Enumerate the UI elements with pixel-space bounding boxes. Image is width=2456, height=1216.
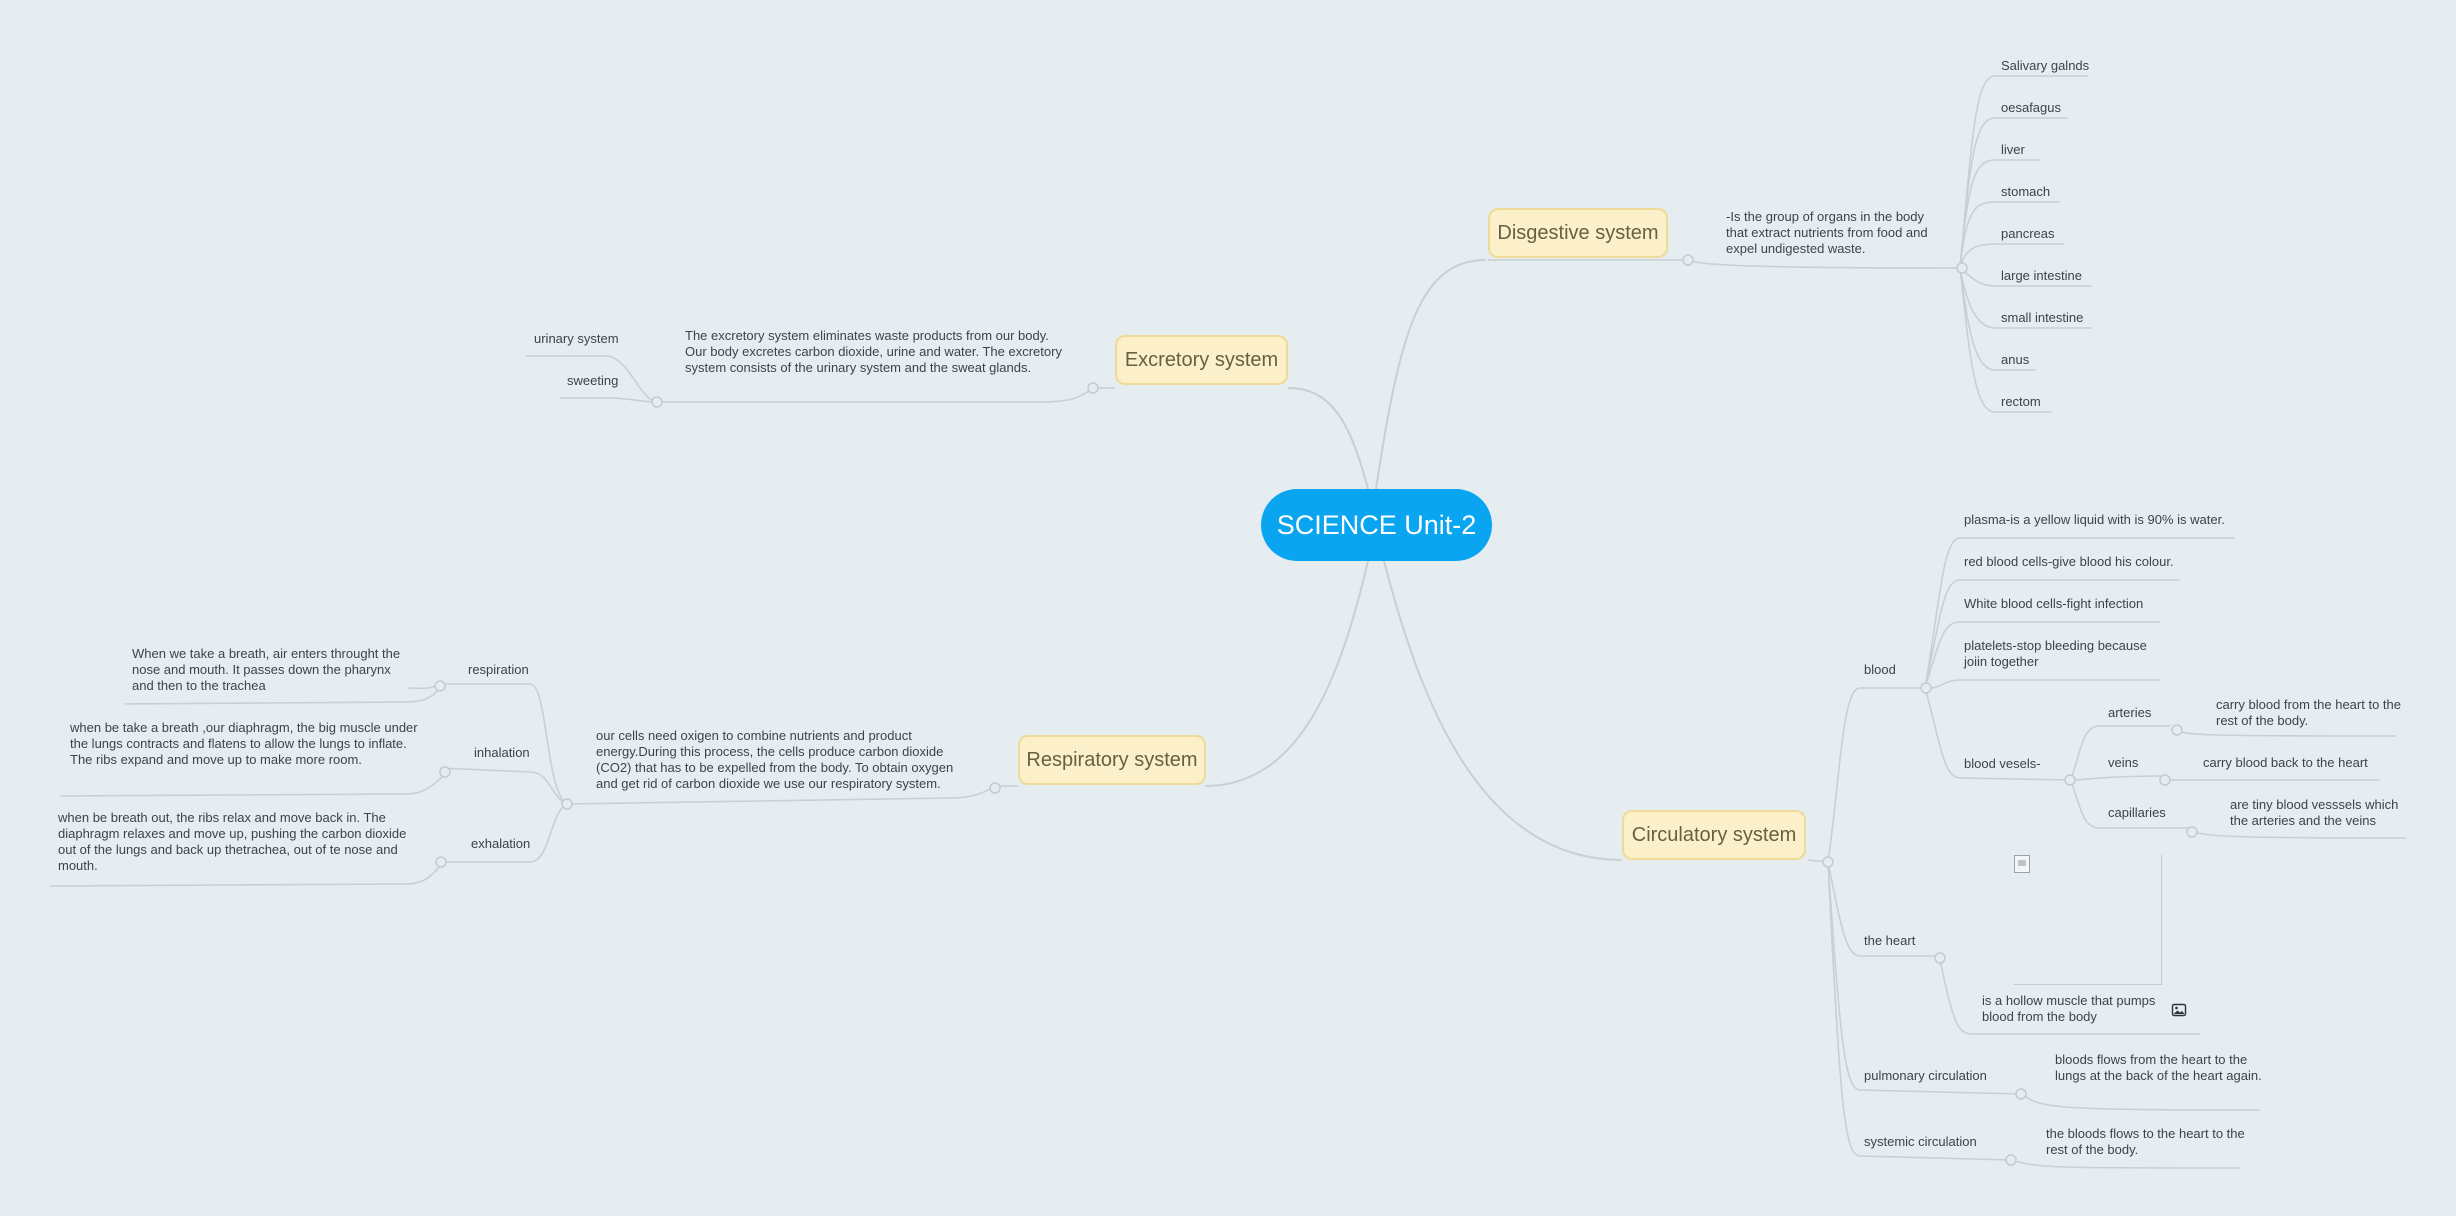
blood-vessels-label[interactable]: blood vesels- xyxy=(1964,756,2041,771)
image-icon[interactable] xyxy=(2171,1002,2187,1018)
edge-root-circulatory xyxy=(1383,560,1623,861)
blood-red-cells[interactable]: red blood cells-give blood his colour. xyxy=(1964,554,2174,569)
inhalation-label[interactable]: inhalation xyxy=(474,745,530,760)
topic-label: Respiratory system xyxy=(1026,748,1198,771)
pulmonary-label[interactable]: pulmonary circulation xyxy=(1864,1068,1987,1083)
heart-label[interactable]: the heart xyxy=(1864,933,1916,948)
node-dot xyxy=(651,396,663,408)
node-dot xyxy=(2159,774,2171,786)
systemic-text[interactable]: the bloods flows to the heart to the res… xyxy=(2046,1126,2245,1157)
node-dot xyxy=(2015,1088,2027,1100)
node-dot xyxy=(2005,1154,2017,1166)
blood-white-cells[interactable]: White blood cells-fight infection xyxy=(1964,596,2144,611)
arteries-label[interactable]: arteries xyxy=(2108,705,2152,720)
topic-label: Disgestive system xyxy=(1497,221,1659,244)
veins-text[interactable]: carry blood back to the heart xyxy=(2203,755,2368,770)
excretory-description[interactable]: The excretory system eliminates waste pr… xyxy=(685,328,1062,375)
node-dot xyxy=(1822,856,1834,868)
blood-platelets[interactable]: platelets-stop bleeding because joiin to… xyxy=(1964,638,2147,669)
broken-image-icon xyxy=(2014,855,2030,873)
topic-respiratory-system[interactable]: Respiratory system xyxy=(1018,735,1206,785)
node-dot xyxy=(1920,682,1932,694)
blood-label[interactable]: blood xyxy=(1864,662,1896,677)
edge-root-excretory xyxy=(1287,387,1369,490)
exhalation-text[interactable]: when be breath out, the ribs relax and m… xyxy=(58,810,407,873)
node-dot xyxy=(1934,952,1946,964)
capillaries-label[interactable]: capillaries xyxy=(2108,805,2166,820)
root-label: SCIENCE Unit-2 xyxy=(1276,509,1477,540)
excretory-sweeting[interactable]: sweeting xyxy=(567,373,619,388)
node-dot xyxy=(1682,254,1694,266)
organ-rectum[interactable]: rectom xyxy=(2001,394,2041,409)
exhalation-label[interactable]: exhalation xyxy=(471,836,531,851)
arteries-text[interactable]: carry blood from the heart to the rest o… xyxy=(2216,697,2401,728)
node-dot xyxy=(2186,826,2198,838)
organ-salivary-glands[interactable]: Salivary galnds xyxy=(2001,58,2090,73)
systemic-label[interactable]: systemic circulation xyxy=(1864,1134,1977,1149)
pulmonary-text[interactable]: bloods flows from the heart to the lungs… xyxy=(2055,1052,2262,1083)
organ-stomach[interactable]: stomach xyxy=(2001,184,2051,199)
respiratory-description[interactable]: our cells need oxigen to combine nutrien… xyxy=(596,728,954,791)
edge-root-digestive xyxy=(1375,259,1487,490)
organ-large-intestine[interactable]: large intestine xyxy=(2001,268,2082,283)
node-dot xyxy=(439,766,451,778)
node-dot xyxy=(989,782,1001,794)
organ-anus[interactable]: anus xyxy=(2001,352,2030,367)
inhalation-text[interactable]: when be take a breath ,our diaphragm, th… xyxy=(70,720,418,767)
node-dot xyxy=(1956,262,1968,274)
capillaries-text[interactable]: are tiny blood vesssels which the arteri… xyxy=(2230,797,2399,828)
node-dot xyxy=(434,680,446,692)
excretory-urinary-system[interactable]: urinary system xyxy=(534,331,619,346)
organ-pancreas[interactable]: pancreas xyxy=(2001,226,2055,241)
organ-liver[interactable]: liver xyxy=(2001,142,2025,157)
node-dot xyxy=(435,856,447,868)
topic-digestive-system[interactable]: Disgestive system xyxy=(1488,208,1668,258)
root-topic[interactable]: SCIENCE Unit-2 xyxy=(1261,489,1492,561)
digestive-description[interactable]: -Is the group of organs in the body that… xyxy=(1726,209,1928,256)
veins-label[interactable]: veins xyxy=(2108,755,2139,770)
organ-small-intestine[interactable]: small intestine xyxy=(2001,310,2084,325)
respiration-text[interactable]: When we take a breath, air enters throug… xyxy=(132,646,401,693)
heart-text[interactable]: is a hollow muscle that pumps blood from… xyxy=(1982,993,2156,1024)
organ-oesophagus[interactable]: oesafagus xyxy=(2001,100,2061,115)
node-dot xyxy=(561,798,573,810)
blood-plasma[interactable]: plasma-is a yellow liquid with is 90% is… xyxy=(1964,512,2225,527)
topic-label: Circulatory system xyxy=(1631,823,1797,846)
node-dot xyxy=(2171,724,2183,736)
topic-label: Excretory system xyxy=(1124,348,1279,371)
node-dot xyxy=(2064,774,2076,786)
topic-excretory-system[interactable]: Excretory system xyxy=(1115,335,1288,385)
heart-image[interactable] xyxy=(2014,855,2162,985)
node-dot xyxy=(1087,382,1099,394)
edge-root-respiratory xyxy=(1204,560,1369,787)
topic-circulatory-system[interactable]: Circulatory system xyxy=(1622,810,1806,860)
respiration-label[interactable]: respiration xyxy=(468,662,529,677)
